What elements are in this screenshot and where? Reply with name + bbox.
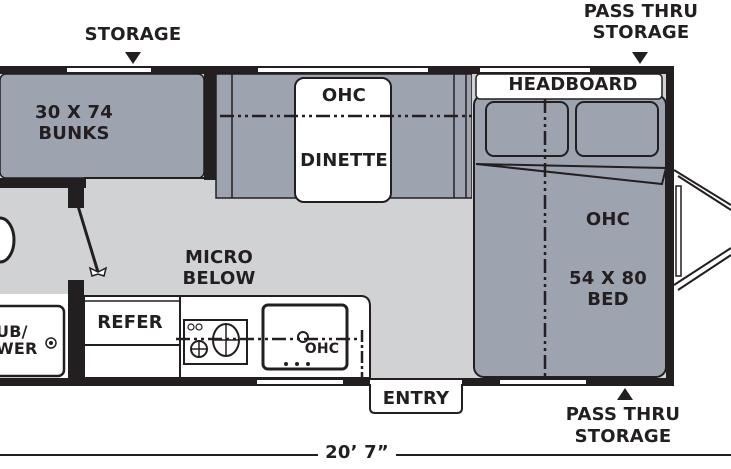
headboard-label: HEADBOARD (508, 74, 638, 95)
toilet (0, 216, 16, 264)
bunks-size-label: 30 X 74 (35, 102, 113, 123)
window (500, 380, 586, 384)
faucet-icon (297, 331, 309, 343)
length-dimension: 20’ 7” (325, 442, 389, 463)
sink-ohc-label: OHC (304, 341, 340, 357)
entry-door-opening (370, 380, 462, 384)
door-handle-icon (88, 266, 108, 277)
bath-door (76, 205, 100, 273)
pillow-left (485, 101, 569, 157)
bunks-label: BUNKS (38, 123, 110, 144)
entry-step (369, 384, 463, 414)
bath-wall (68, 280, 84, 380)
refer-label: REFER (97, 312, 163, 333)
hitch-frame (675, 185, 682, 277)
bed-size-label: 54 X 80 (569, 268, 647, 289)
tub-label-1: UB/ (0, 322, 28, 341)
window (480, 68, 590, 72)
headboard (475, 73, 663, 100)
front-wall (666, 66, 674, 386)
dinette-label: DINETTE (300, 150, 388, 171)
micro-label-1: MICRO (185, 247, 253, 268)
pass-thru-top-label-2: STORAGE (592, 22, 690, 43)
bed-ohc-label: OHC (585, 209, 631, 230)
pass-thru-arrow-bottom-icon (617, 388, 633, 400)
sink-icon (261, 303, 349, 371)
drain-icon (45, 337, 57, 349)
window (258, 68, 428, 72)
pass-thru-top-label-1: PASS THRU (583, 1, 699, 22)
bed-label: BED (587, 289, 629, 310)
storage-arrow-icon (125, 52, 141, 64)
window (257, 380, 343, 384)
pass-thru-arrow-top-icon (632, 52, 648, 64)
bath-wall-top (0, 178, 86, 188)
pass-thru-bottom-label-1: PASS THRU (565, 404, 681, 425)
bunk-wall (204, 74, 216, 180)
pass-thru-bottom-label-2: STORAGE (574, 426, 672, 447)
bath-wall-stub (68, 178, 84, 208)
tub-shower (0, 304, 66, 378)
tub-label-2: WER (0, 339, 38, 358)
pillow-right (575, 101, 659, 157)
entry-label: ENTRY (382, 388, 450, 409)
storage-label: STORAGE (84, 24, 182, 45)
dinette-ohc-label: OHC (321, 85, 367, 106)
bed-sheet-fold (475, 163, 668, 186)
window (67, 68, 151, 72)
micro-label-2: BELOW (182, 268, 256, 289)
dinette-table (294, 77, 392, 203)
